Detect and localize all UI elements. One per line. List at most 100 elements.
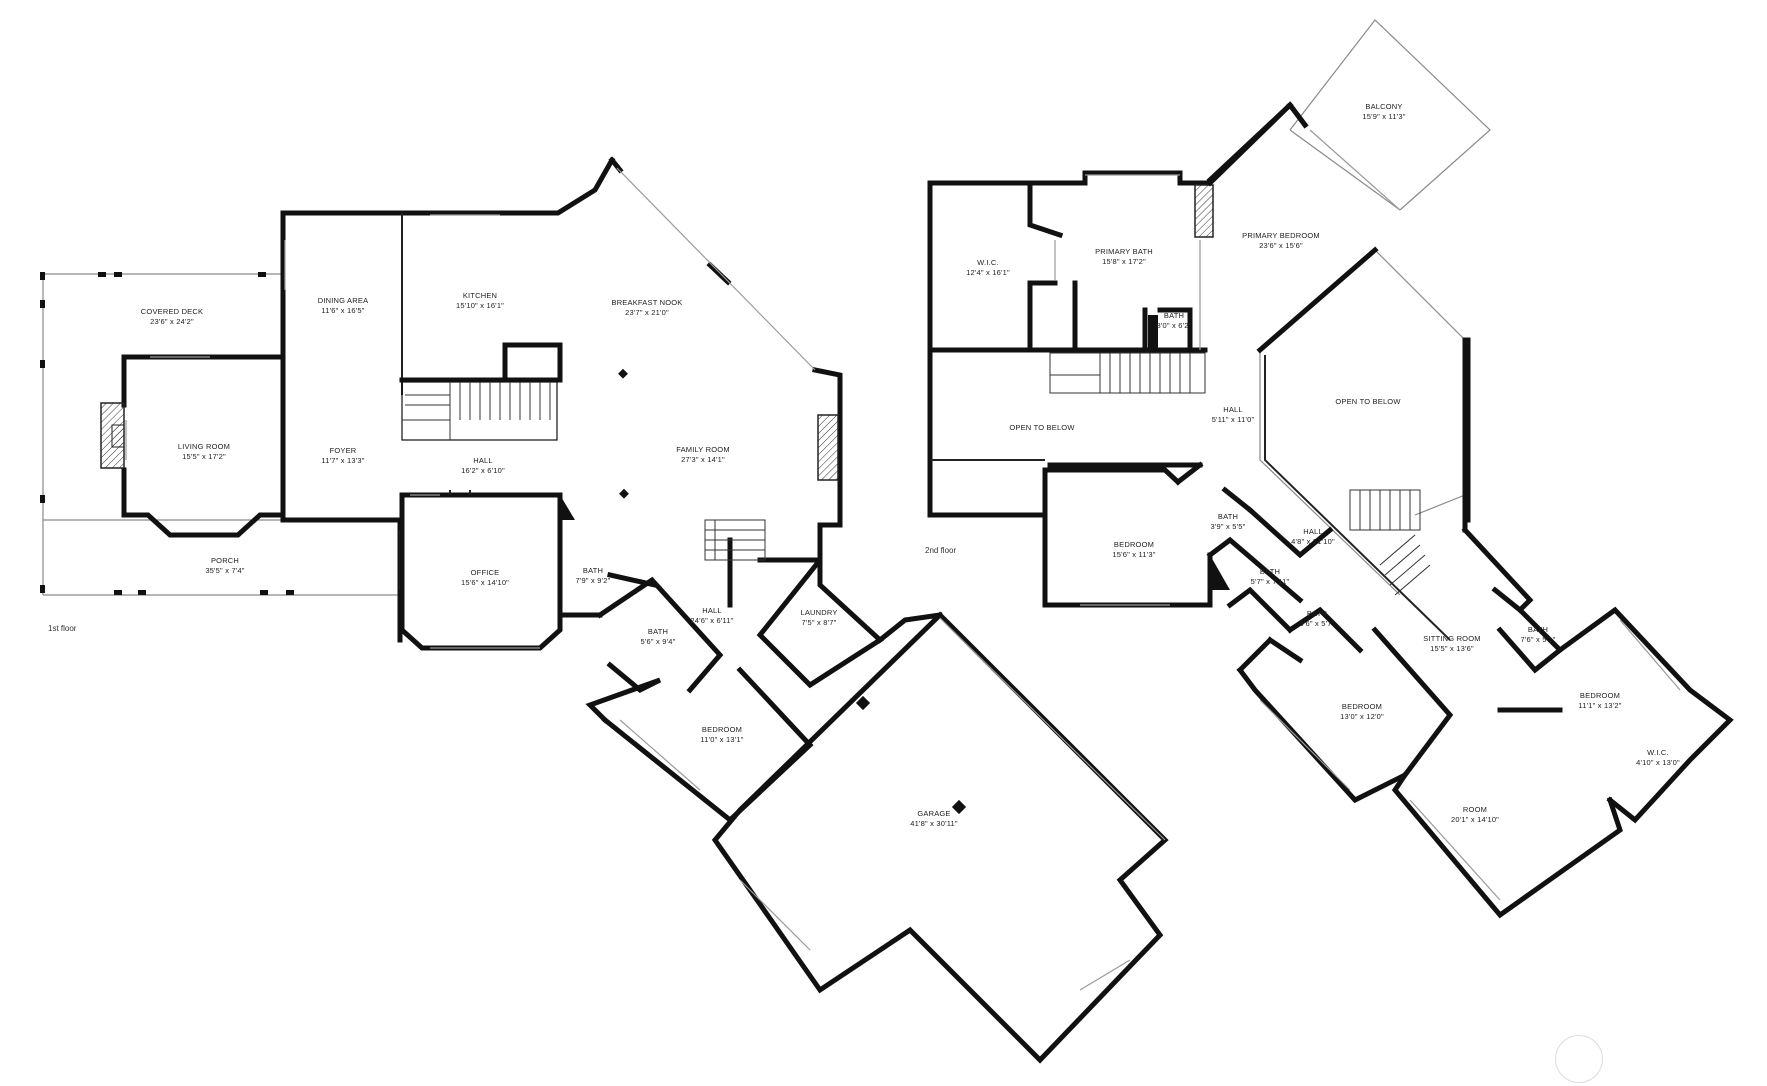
room-name: HALL <box>1223 405 1243 414</box>
room-walls <box>1391 707 1623 919</box>
second-floor-plan <box>927 19 1734 919</box>
room-name: LIVING ROOM <box>177 442 231 451</box>
room-label-bedroom-3: BEDROOM 13'0" x 12'0" <box>1340 702 1384 722</box>
room-label-wic-2: W.I.C. 4'10" x 13'0" <box>1636 748 1680 768</box>
fireplace-primary <box>1194 184 1214 238</box>
room-size: 5'11" x 11'0" <box>1211 415 1255 424</box>
room-name: PRIMARY BEDROOM <box>1242 231 1320 240</box>
first-floor-plan <box>40 156 1169 1064</box>
room-label-living-room: LIVING ROOM 15'5" x 17'2" <box>178 442 230 462</box>
room-label-hall-4: HALL 4'8" x 21'10" <box>1291 527 1335 547</box>
room-label-balcony: BALCONY 15'9" x 11'3" <box>1362 102 1405 122</box>
room-size: 20'1" x 14'10" <box>1450 815 1500 824</box>
room-size: 15'8" x 17'2" <box>1102 257 1146 266</box>
room-name: BATH <box>1217 512 1239 521</box>
room-name: OPEN TO BELOW <box>1009 423 1075 432</box>
room-label-laundry: LAUNDRY 7'5" x 8'7" <box>800 608 837 628</box>
floor-label-first: 1st floor <box>48 624 77 633</box>
bedroom-2-walls <box>1042 467 1213 608</box>
bedroom-4-walls <box>1556 606 1734 824</box>
room-name: BATH <box>1259 567 1281 576</box>
room-name: BATH <box>582 566 604 575</box>
room-label-hall-1: HALL 16'2" x 6'10" <box>461 456 505 476</box>
room-size: 7'9" x 9'2" <box>575 576 611 585</box>
room-label-sitting-room: SITTING ROOM 15'5" x 13'6" <box>1423 634 1480 654</box>
room-label-bedroom-4: BEDROOM 11'1" x 13'2" <box>1578 691 1621 711</box>
room-label-room: ROOM 20'1" x 14'10" <box>1451 805 1499 825</box>
room-label-bath-6: BATH 5'6" x 5'7" <box>1300 609 1335 629</box>
room-size: 7'6" x 5'1" <box>1520 635 1556 644</box>
room-label-open-to-below-1: OPEN TO BELOW <box>1009 423 1074 433</box>
room-name: GARAGE <box>917 809 951 818</box>
room-name: BEDROOM <box>1341 702 1383 711</box>
room-label-bath-5: BATH 5'7" x 7'11" <box>1251 567 1290 587</box>
watermark-logo <box>1555 1035 1603 1083</box>
room-label-hall-2: HALL 24'6" x 6'11" <box>690 606 733 626</box>
covered-deck-railing <box>42 273 400 596</box>
room-size: 13'0" x 12'0" <box>1340 712 1384 721</box>
room-size: 15'6" x 11'3" <box>1112 550 1156 559</box>
bedroom-3-walls <box>1236 626 1454 804</box>
fireplace-family <box>817 414 839 481</box>
room-size: 23'7" x 21'0" <box>625 308 669 317</box>
room-size: 5'6" x 5'7" <box>1299 619 1335 628</box>
room-label-porch: PORCH 35'5" x 7'4" <box>205 556 244 576</box>
room-label-primary-bedroom: PRIMARY BEDROOM 23'6" x 15'6" <box>1242 231 1320 251</box>
dining-foyer-walls <box>280 156 616 643</box>
room-size: 3'9" x 5'5" <box>1210 522 1246 531</box>
room-name: W.I.C. <box>977 258 999 267</box>
room-size: 41'8" x 30'11" <box>910 819 958 828</box>
stairs-second-floor <box>1049 352 1206 394</box>
room-label-bath-2: BATH 5'6" x 9'4" <box>641 627 676 647</box>
room-size: 4'10" x 13'0" <box>1636 758 1680 767</box>
room-size: 8'0" x 6'2" <box>1156 321 1192 330</box>
room-name: BREAKFAST NOOK <box>611 298 683 307</box>
room-size: 11'7" x 13'3" <box>321 456 365 465</box>
room-size: 24'6" x 6'11" <box>690 616 734 625</box>
garage-walls <box>711 611 1169 1064</box>
room-label-open-to-below-2: OPEN TO BELOW <box>1335 397 1400 407</box>
room-size: 4'8" x 21'10" <box>1291 537 1335 546</box>
room-size: 35'5" x 7'4" <box>205 566 245 575</box>
room-label-office: OFFICE 15'6" x 14'10" <box>461 568 509 588</box>
room-size: 11'0" x 13'1" <box>700 735 744 744</box>
room-size: 5'6" x 9'4" <box>640 637 676 646</box>
room-name: HALL <box>473 456 493 465</box>
room-size: 15'5" x 17'2" <box>182 452 226 461</box>
room-name: OPEN TO BELOW <box>1335 397 1401 406</box>
room-size: 15'10" x 16'1" <box>455 301 505 310</box>
room-name: BEDROOM <box>701 725 743 734</box>
room-size: 16'2" x 6'10" <box>461 466 505 475</box>
room-label-foyer: FOYER 11'7" x 13'3" <box>321 446 364 466</box>
room-size: 15'5" x 13'6" <box>1430 644 1474 653</box>
room-name: BATH <box>1163 311 1185 320</box>
laundry-walls <box>756 522 885 689</box>
room-name: BEDROOM <box>1579 691 1621 700</box>
room-label-bath-3: BATH 8'0" x 6'2" <box>1157 311 1192 331</box>
room-name: BALCONY <box>1365 102 1403 111</box>
room-size: 11'6" x 16'5" <box>321 306 365 315</box>
room-name: FAMILY ROOM <box>676 445 730 454</box>
room-size: 5'7" x 7'11" <box>1250 577 1290 586</box>
room-name: BATH <box>1306 609 1328 618</box>
room-name: OFFICE <box>470 568 500 577</box>
room-size: 12'4" x 16'1" <box>966 268 1010 277</box>
room-name: KITCHEN <box>462 291 498 300</box>
room-name: FOYER <box>329 446 357 455</box>
room-label-bedroom-2: BEDROOM 15'6" x 11'3" <box>1112 540 1155 560</box>
room-label-covered-deck: COVERED DECK 23'6" x 24'2" <box>141 307 203 327</box>
room-label-hall-3: HALL 5'11" x 11'0" <box>1212 405 1255 425</box>
room-label-bath-1: BATH 7'9" x 9'2" <box>576 566 611 586</box>
room-label-dining-area: DINING AREA 11'6" x 16'5" <box>318 296 369 316</box>
room-label-family-room: FAMILY ROOM 27'3" x 14'1" <box>676 445 730 465</box>
room-label-bedroom-1: BEDROOM 11'0" x 13'1" <box>700 725 743 745</box>
room-name: ROOM <box>1462 805 1488 814</box>
living-room-walls <box>121 354 286 538</box>
floor-label-second: 2nd floor <box>925 546 957 555</box>
room-size: 15'6" x 14'10" <box>460 578 510 587</box>
room-name: PRIMARY BATH <box>1095 247 1153 256</box>
room-name: PORCH <box>210 556 240 565</box>
room-size: 15'9" x 11'3" <box>1362 112 1406 121</box>
room-name: DINING AREA <box>317 296 369 305</box>
